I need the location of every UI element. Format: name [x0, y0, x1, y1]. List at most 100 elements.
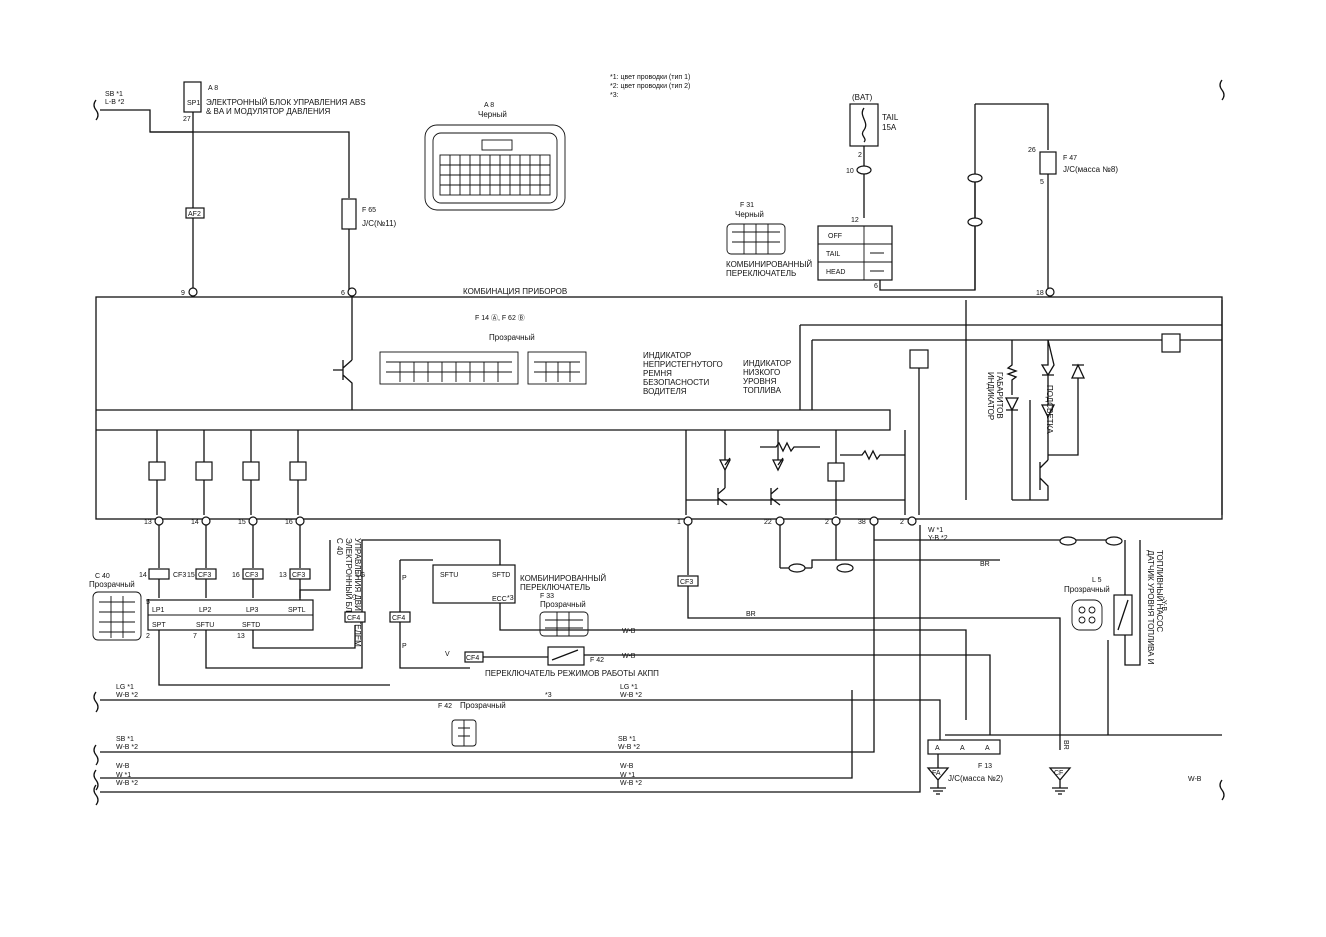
wire-label: W *1	[116, 772, 131, 779]
combo-connector-drawing	[539, 611, 589, 637]
cluster-pin: 22	[764, 519, 772, 526]
wire	[584, 654, 991, 735]
joint-label: CF3	[173, 572, 186, 579]
abs-code: A 8	[208, 85, 218, 92]
f31-label-1: КОМБИНИРОВАННЫЙ	[726, 260, 812, 269]
ecu-label-1: C 40	[335, 538, 344, 555]
ecu-left-pin: 13	[279, 572, 287, 579]
joint-label: CF3	[198, 572, 211, 579]
wire-label: SB *1	[116, 736, 134, 743]
svg-text:НИЗКОГО: НИЗКОГО	[743, 368, 780, 377]
fuse-pin: 10	[846, 168, 854, 175]
jc8-label: J/C(масса №8)	[1063, 165, 1118, 174]
combo-pin: ECC	[492, 596, 507, 603]
fuse-rating: 15A	[882, 123, 897, 132]
wire-label: P	[402, 575, 407, 582]
svg-text:ТОПЛИВА: ТОПЛИВА	[743, 386, 782, 395]
instrument-cluster	[95, 296, 1223, 520]
ecu-left-pin: 14	[139, 572, 147, 579]
jc8-code: F 47	[1063, 155, 1077, 162]
wire-label: W-B	[1188, 776, 1202, 783]
switch-contact-icon	[551, 649, 579, 661]
joint-label: CF3	[292, 572, 305, 579]
joint-label: FA	[932, 770, 941, 777]
connector-a8-code: A 8	[484, 102, 494, 109]
cluster-bottom-pins	[154, 516, 917, 526]
at-switch-code: F 42	[590, 657, 604, 664]
wire-label: W *1	[620, 772, 635, 779]
f31-code: F 31	[740, 202, 754, 209]
fuse-icon	[861, 107, 867, 143]
f42-connector	[451, 719, 477, 747]
cluster-title: КОМБИНАЦИЯ ПРИБОРОВ	[463, 287, 567, 296]
seatbelt-indicator-label: ИНДИКАТОР НЕПРИСТЕГНУТОГО РЕМНЯ БЕЗОПАСН…	[643, 351, 723, 396]
ecu-label-2: ЭЛЕКТРОННЫЙ БЛОК	[344, 538, 353, 623]
f31-color: Черный	[735, 210, 764, 219]
fuse-pin: 2	[858, 152, 862, 159]
cluster-pin: 16	[285, 519, 293, 526]
ground-label: J/C(масса №2)	[948, 774, 1003, 783]
cluster-pin: 15	[238, 519, 246, 526]
f31-label-2: ПЕРЕКЛЮЧАТЕЛЬ	[726, 269, 796, 278]
fuel-sender-label-2: ТОПЛИВНЫЙ НАСОС	[1155, 550, 1164, 632]
svg-text:C 40: C 40	[95, 573, 110, 580]
wire-label-sb1: SB *1	[105, 91, 123, 98]
combo-label-2: ПЕРЕКЛЮЧАТЕЛЬ	[520, 583, 590, 592]
cluster-pin: 13	[144, 519, 152, 526]
combo-switch-block	[432, 564, 516, 604]
wire-label: V	[445, 651, 450, 658]
wire	[499, 603, 967, 720]
jc11-label: J/C(№11)	[362, 219, 397, 228]
wire-label: W *1	[928, 527, 943, 534]
pin-a	[347, 287, 357, 297]
ecu-pin: SFTU	[196, 622, 214, 629]
transistor-icon	[333, 297, 353, 410]
abs-label-1: ЭЛЕКТРОННЫЙ БЛОК УПРАВЛЕНИЯ ABS	[206, 98, 366, 107]
bus-wires	[93, 525, 1222, 806]
inline-connector	[1105, 536, 1123, 546]
combo-pin: SFTD	[492, 572, 510, 579]
ground-icon	[1048, 767, 1072, 795]
ecu-left-pin: 15	[187, 572, 195, 579]
wire	[100, 109, 193, 133]
joint-cf4	[344, 611, 366, 623]
wire-label: W-B	[622, 653, 636, 660]
f42-color: Прозрачный	[460, 701, 506, 710]
wire	[399, 559, 470, 669]
wire-label: BR	[980, 561, 990, 568]
jc8-pin: 26	[1028, 147, 1036, 154]
svg-text:БЕЗОПАСНОСТИ: БЕЗОПАСНОСТИ	[643, 378, 709, 387]
cluster-pin: 6	[341, 290, 345, 297]
inline-connector	[836, 563, 854, 573]
ecu-left-pin: 7	[193, 633, 197, 640]
joint-cf3	[677, 575, 699, 587]
sw-head: HEAD	[826, 269, 845, 276]
cluster-pin: 38	[858, 519, 866, 526]
legend-note-2: *2: цвет проводки (тип 2)	[610, 83, 690, 90]
ecu-left-pin: 2	[146, 633, 150, 640]
combo-pin: SFTU	[440, 572, 458, 579]
ground-pin: A	[935, 745, 940, 752]
sw-pin: 6	[874, 283, 878, 290]
ecu-left-pin: 13	[237, 633, 245, 640]
joint-af2	[185, 207, 205, 219]
ecu-wiring	[147, 525, 501, 686]
combo-code: F 33	[540, 593, 554, 600]
wire	[150, 131, 350, 198]
svg-text:УРОВНЯ: УРОВНЯ	[743, 377, 777, 386]
ecu-pin: LP2	[199, 607, 212, 614]
ground-pin: A	[960, 745, 965, 752]
jc8-pin: 5	[1040, 179, 1044, 186]
wire-label: BR	[746, 611, 756, 618]
clearance-label-1: ИНДИКАТОР	[986, 372, 995, 420]
wire-label: W-B	[620, 763, 634, 770]
svg-text:РЕМНЯ: РЕМНЯ	[643, 369, 672, 378]
at-switch-block	[547, 646, 585, 666]
fuse-name: TAIL	[882, 113, 899, 122]
wire-label: W-B *2	[620, 780, 642, 787]
cluster-pin: 1	[677, 519, 681, 526]
wire-label: W-B *2	[116, 744, 138, 751]
cluster-pin: 2	[825, 519, 829, 526]
wire-label: W-B	[116, 763, 130, 770]
